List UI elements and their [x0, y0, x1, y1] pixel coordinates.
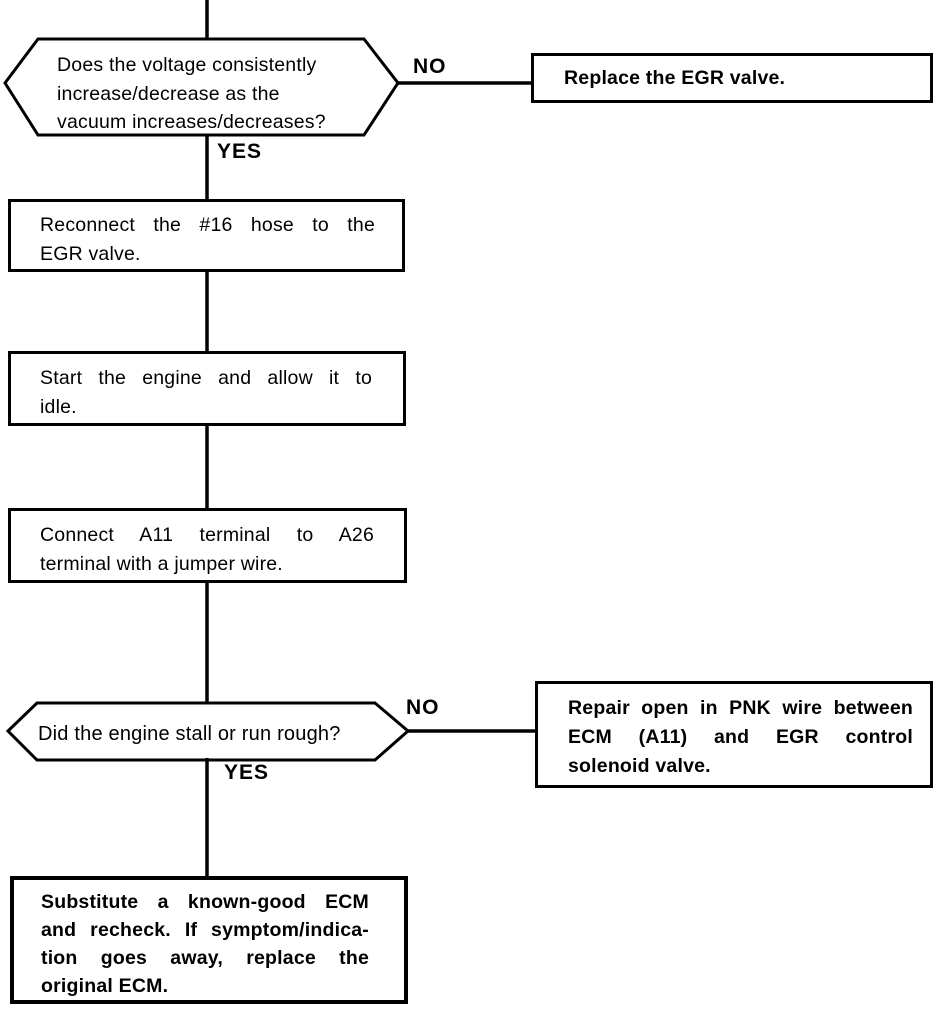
- yes-label-2: YES: [224, 761, 270, 784]
- repair-pnk-line-3: solenoid valve.: [568, 755, 711, 777]
- decision-voltage-node: Does the voltage consistently increase/d…: [57, 51, 379, 137]
- decision-stall-line-1: Did the engine stall or run rough?: [38, 723, 341, 745]
- reconnect-hose-line-1: Reconnect the #16 hose to the: [40, 214, 375, 236]
- substitute-ecm-line-2: and recheck. If symptom/indica-: [41, 919, 369, 941]
- decision-voltage-line-3: vacuum increases/decreases?: [57, 111, 326, 133]
- reconnect-hose-line-2: EGR valve.: [40, 243, 141, 265]
- process-box-start-engine: Start the engine and allow it to idle.: [8, 351, 406, 426]
- decision-stall-node: Did the engine stall or run rough?: [38, 720, 398, 749]
- replace-egr-text: Replace the EGR valve.: [564, 66, 786, 89]
- connect-jumper-line-1: Connect A11 terminal to A26: [40, 524, 374, 546]
- substitute-ecm-line-3: tion goes away, replace the: [41, 947, 369, 969]
- action-box-replace-egr-valve: Replace the EGR valve.: [531, 53, 933, 103]
- substitute-ecm-line-1: Substitute a known-good ECM: [41, 891, 369, 913]
- substitute-ecm-line-4: original ECM.: [41, 975, 169, 997]
- process-box-connect-jumper: Connect A11 terminal to A26 terminal wit…: [8, 508, 407, 583]
- yes-label-1: YES: [217, 140, 263, 163]
- process-box-reconnect-hose: Reconnect the #16 hose to the EGR valve.: [8, 199, 405, 272]
- decision-voltage-line-2: increase/decrease as the: [57, 82, 280, 105]
- decision-voltage-line-1: Does the voltage consistently: [57, 54, 317, 76]
- action-box-repair-pnk-wire: Repair open in PNK wire between ECM (A11…: [535, 681, 933, 788]
- no-label-2: NO: [406, 696, 440, 719]
- repair-pnk-line-2: ECM (A11) and EGR control: [568, 726, 913, 748]
- start-engine-line-2: idle.: [40, 396, 77, 418]
- connect-jumper-line-2: terminal with a jumper wire.: [40, 553, 283, 575]
- no-label-1: NO: [413, 55, 447, 78]
- start-engine-line-1: Start the engine and allow it to: [40, 367, 372, 389]
- action-box-substitute-ecm: Substitute a known-good ECM and recheck.…: [10, 876, 408, 1004]
- repair-pnk-line-1: Repair open in PNK wire between: [568, 697, 913, 719]
